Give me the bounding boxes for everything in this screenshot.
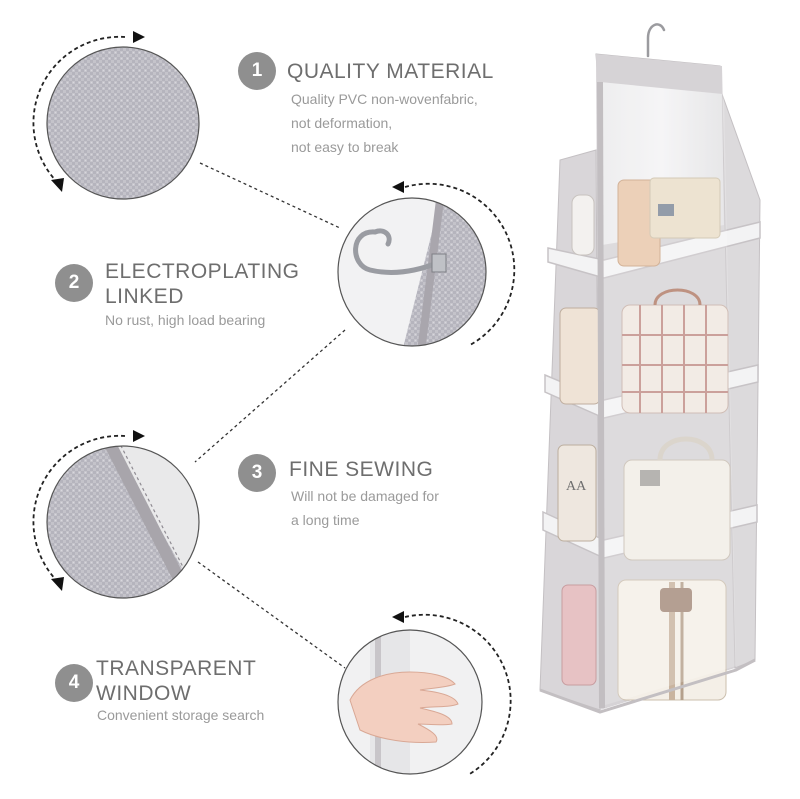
svg-text:AA: AA bbox=[566, 479, 587, 494]
feature-4-title-line: TRANSPARENT bbox=[96, 657, 257, 680]
feature-3-desc-line: a long time bbox=[291, 512, 360, 528]
hand-window-closeup bbox=[337, 611, 512, 776]
feature-4-number-badge: 4 bbox=[55, 664, 93, 702]
feature-3-title: FINE SEWING bbox=[289, 457, 433, 482]
feature-3-number-badge: 3 bbox=[238, 454, 276, 492]
feature-1-number-badge: 1 bbox=[238, 52, 276, 90]
feature-4-description: Convenient storage search bbox=[97, 703, 264, 727]
feature-3-desc-line: Will not be damaged for bbox=[291, 488, 439, 504]
feature-1-desc-line: Quality PVC non-wovenfabric, bbox=[291, 91, 478, 107]
feature-1-description: Quality PVC non-wovenfabric, not deforma… bbox=[291, 87, 478, 159]
hanging-organizer-product: AA bbox=[539, 23, 761, 714]
feature-4-title: TRANSPARENT WINDOW bbox=[96, 656, 256, 706]
feature-1-desc-line: not deformation, bbox=[291, 115, 393, 131]
feature-2-title-line: ELECTROPLATING bbox=[105, 260, 300, 283]
feature-2-description: No rust, high load bearing bbox=[105, 308, 265, 332]
feature-3-title-line: FINE SEWING bbox=[289, 458, 434, 481]
feature-4-desc-line: Convenient storage search bbox=[97, 707, 265, 723]
feature-4-title-line: WINDOW bbox=[96, 682, 192, 705]
feature-1-title: QUALITY MATERIAL bbox=[287, 59, 494, 84]
feature-1-title-line: QUALITY MATERIAL bbox=[287, 60, 494, 83]
feature-2-number-badge: 2 bbox=[55, 264, 93, 302]
metal-hook-closeup bbox=[337, 181, 516, 347]
feature-3-description: Will not be damaged for a long time bbox=[291, 484, 439, 532]
fabric-texture-closeup bbox=[32, 31, 200, 200]
feature-1-desc-line: not easy to break bbox=[291, 139, 399, 155]
feature-2-desc-line: No rust, high load bearing bbox=[105, 312, 266, 328]
stitching-closeup bbox=[32, 430, 200, 599]
feature-2-title-line: LINKED bbox=[105, 285, 184, 308]
feature-2-title: ELECTROPLATING LINKED bbox=[105, 259, 299, 309]
